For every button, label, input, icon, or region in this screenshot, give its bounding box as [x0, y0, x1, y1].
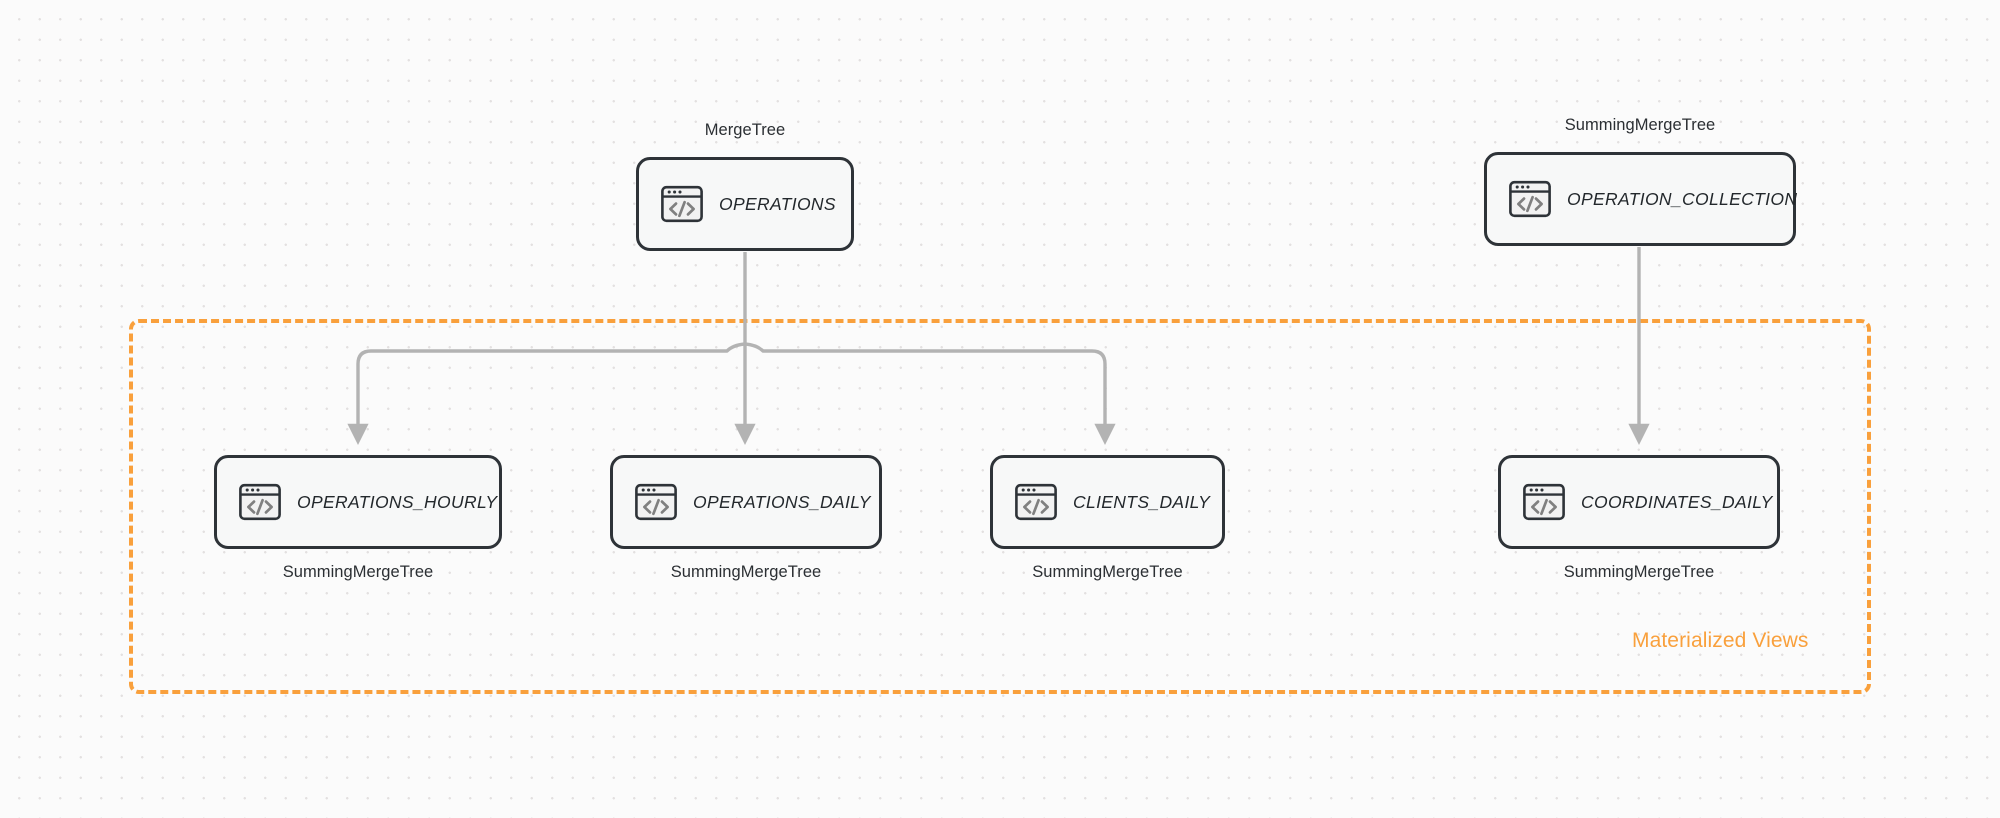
node-label: COORDINATES_DAILY [1581, 491, 1773, 512]
node-operations_daily[interactable]: OPERATIONS_DAILY [610, 455, 882, 549]
code-window-icon [633, 479, 679, 525]
engine-caption-operations: MergeTree [704, 121, 786, 139]
engine-caption-coordinates_daily: SummingMergeTree [1563, 563, 1715, 581]
code-window-icon [1521, 479, 1567, 525]
node-operation_collection[interactable]: OPERATION_COLLECTION [1484, 152, 1798, 246]
node-clients_daily[interactable]: CLIENTS_DAILY [990, 455, 1225, 549]
code-window-icon [659, 181, 705, 227]
engine-caption-operation_collection: SummingMergeTree [1564, 116, 1716, 134]
node-label: OPERATIONS [719, 193, 836, 214]
code-window-icon [1013, 479, 1059, 525]
node-label: OPERATIONS_HOURLY [297, 491, 498, 512]
materialized-views-group-frame [129, 319, 1871, 694]
code-window-icon [237, 479, 283, 525]
code-window-icon [1507, 176, 1553, 222]
engine-caption-operations_hourly: SummingMergeTree [282, 563, 434, 581]
node-label: CLIENTS_DAILY [1073, 491, 1211, 512]
node-label: OPERATION_COLLECTION [1567, 188, 1798, 209]
engine-caption-operations_daily: SummingMergeTree [670, 563, 822, 581]
node-label: OPERATIONS_DAILY [693, 491, 871, 512]
materialized-views-group-label: Materialized Views [1632, 629, 1809, 652]
node-operations_hourly[interactable]: OPERATIONS_HOURLY [214, 455, 502, 549]
engine-caption-clients_daily: SummingMergeTree [1032, 563, 1183, 581]
node-operations[interactable]: OPERATIONS [636, 157, 854, 251]
node-coordinates_daily[interactable]: COORDINATES_DAILY [1498, 455, 1780, 549]
